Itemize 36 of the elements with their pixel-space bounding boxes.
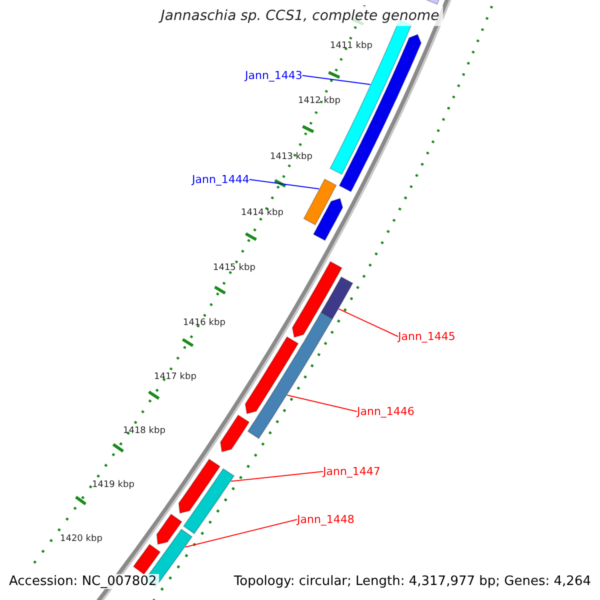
leader-line — [286, 394, 358, 412]
scale-label: 1418 kbp — [123, 427, 166, 436]
gene-label: Jann_1447 — [323, 466, 380, 477]
gene-label: Jann_1445 — [398, 331, 456, 342]
gene-label: Jann_1446 — [357, 406, 414, 417]
leader-line — [302, 75, 371, 86]
scale-label: 1416 kbp — [183, 319, 226, 328]
leader-line — [230, 471, 324, 482]
gene-label: Jann_1448 — [297, 514, 354, 525]
gene-segment — [182, 468, 235, 534]
gene-segment — [156, 514, 182, 545]
leader-line — [248, 179, 320, 190]
scale-label: 1417 kbp — [154, 373, 196, 382]
gene-segment — [312, 198, 344, 242]
scale-label: 1412 kbp — [298, 97, 340, 106]
gene-label: Jann_1443 — [245, 70, 302, 81]
leader-line — [338, 308, 398, 337]
gene-segment — [320, 276, 354, 320]
leader-line — [184, 519, 298, 548]
gene-segment — [178, 458, 221, 514]
scale-label: 1413 kbp — [270, 153, 312, 162]
gene-segment — [292, 260, 342, 338]
scale-label: 1420 kbp — [60, 535, 102, 544]
gene-segment — [247, 312, 334, 439]
genome-title: Jannaschia sp. CCS1, complete genome — [156, 6, 444, 26]
scale-label: 1415 kbp — [213, 264, 256, 273]
gene-segment — [133, 544, 161, 575]
gene-segment — [244, 336, 299, 414]
footer-text: Topology: circular; Length: 4,317,977 bp; Genes: 4,264 — [232, 574, 593, 589]
scale-label: 1414 kbp — [241, 209, 284, 218]
scale-label: 1411 kbp — [330, 42, 372, 51]
gene-label: Jann_1444 — [192, 174, 250, 185]
footer-text: Accession: NC_007802 — [7, 574, 159, 589]
gene-segment — [220, 414, 250, 452]
scale-label: 1419 kbp — [92, 481, 134, 490]
gene-segment — [303, 178, 337, 226]
